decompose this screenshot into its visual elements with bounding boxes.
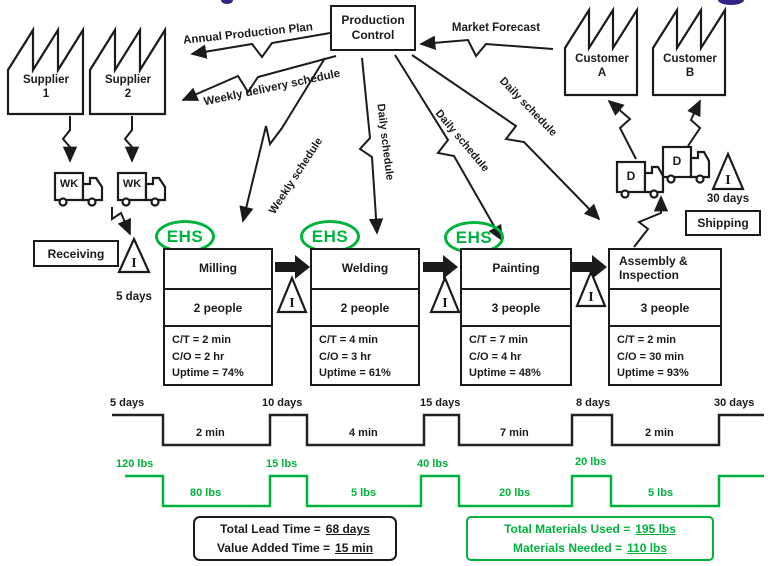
shipping-inventory-days: 30 days [706, 193, 750, 205]
ladder-days-label: 10 days [262, 397, 303, 409]
process-title: Welding [312, 250, 418, 290]
customer-a-label: Customer A [575, 53, 629, 79]
wk-truck-1-icon [53, 171, 104, 207]
process-title: Painting [462, 250, 570, 290]
materials-high-label: 15 lbs [266, 458, 298, 470]
process-metrics: C/T = 4 min C/O = 3 hr Uptime = 61% [319, 334, 391, 379]
customer-b-label: Customer B [663, 53, 717, 79]
supplier-1-label: Supplier 1 [22, 74, 69, 100]
supplier2-to-truck-arrow [123, 116, 140, 163]
cropped-title-remnant [718, 0, 744, 5]
ladder-min-label: 2 min [645, 427, 674, 439]
process-people: 3 people [610, 290, 720, 327]
inventory-i-symbol: I [588, 290, 593, 305]
materials-used-row: Total Materials Used =195 lbs [504, 521, 676, 536]
ladder-min-label: 7 min [500, 427, 529, 439]
materials-low-label: 5 lbs [648, 487, 674, 499]
lead-time-value: 68 days [325, 521, 370, 536]
inventory-triangle-1 [276, 275, 308, 314]
market-forecast-label: Market Forecast [451, 22, 541, 34]
cropped-title-remnant [221, 0, 233, 4]
inventory-triangle-2 [429, 275, 461, 314]
materials-needed-row: Materials Needed =110 lbs [512, 540, 668, 555]
inventory-i-symbol: I [131, 256, 136, 271]
materials-high-label: 20 lbs [575, 456, 607, 468]
ladder-min-label: 2 min [196, 427, 225, 439]
d-truck-2-icon [661, 145, 711, 184]
push-arrow-welding-painting [423, 255, 458, 279]
ladder-days-label: 8 days [576, 397, 611, 409]
total-lead-time-row: Total Lead Time =68 days [220, 521, 370, 536]
process-people: 2 people [165, 290, 271, 327]
lead-time-summary-box: Total Lead Time =68 days Value Added Tim… [193, 516, 397, 561]
wk-truck-2-icon [116, 171, 167, 207]
process-metrics: C/T = 2 min C/O = 30 min Uptime = 93% [617, 334, 689, 379]
process-box-welding: Welding 2 people C/T = 4 min C/O = 3 hr … [310, 248, 420, 386]
daily-schedule-arrow-welding [358, 57, 384, 235]
supplier-2-factory-icon [88, 26, 167, 116]
process-metrics: C/T = 2 min C/O = 2 hr Uptime = 74% [172, 334, 244, 379]
value-added-value: 15 min [335, 540, 374, 555]
inventory-i-symbol: I [442, 296, 447, 311]
shipping-box: Shipping [685, 210, 761, 236]
wk-truck-2-label: WK [122, 178, 142, 190]
daily-schedule-arrow-painting [394, 54, 503, 242]
inventory-triangle-shipping [711, 151, 745, 191]
wk-truck-1-label: WK [59, 178, 79, 190]
supplier1-to-truck-arrow [61, 116, 78, 163]
truck-to-customer-b-arrow [687, 99, 702, 147]
production-control-line1: Production [341, 13, 405, 27]
ladder-days-label: 15 days [420, 397, 461, 409]
truck-to-receiving-inventory-arrow [111, 207, 131, 236]
process-title: Assembly & Inspection [610, 250, 720, 290]
truck-to-customer-a-arrow [607, 99, 637, 160]
materials-ladder-line [125, 474, 764, 508]
push-arrow-milling-welding [275, 255, 310, 279]
assembly-to-truck-arrow [633, 195, 669, 248]
production-control-box: Production Control [330, 5, 416, 51]
customer-a-factory-icon [563, 6, 639, 97]
materials-high-label: 120 lbs [116, 458, 154, 470]
supplier-2-label: Supplier 2 [104, 74, 151, 100]
customer-b-factory-icon [651, 6, 727, 97]
annual-production-plan-arrow [190, 32, 331, 59]
materials-used-value: 195 lbs [635, 521, 676, 536]
process-people: 2 people [312, 290, 418, 327]
ladder-days-label: 5 days [110, 397, 145, 409]
inventory-triangle-receiving [117, 236, 151, 274]
weekly-delivery-schedule-arrow [181, 55, 337, 101]
market-forecast-arrow [419, 35, 554, 58]
inventory-i-symbol: I [289, 296, 294, 311]
value-added-time-row: Value Added Time =15 min [216, 540, 374, 555]
weekly-schedule-arrow [239, 57, 326, 223]
process-box-milling: Milling 2 people C/T = 2 min C/O = 2 hr … [163, 248, 273, 386]
d-truck-1-label: D [626, 169, 636, 183]
materials-summary-box: Total Materials Used =195 lbs Materials … [466, 516, 714, 561]
ladder-min-label: 4 min [349, 427, 378, 439]
receiving-box: Receiving [33, 240, 119, 267]
d-truck-1-icon [615, 160, 665, 199]
push-arrow-painting-assembly [572, 255, 607, 279]
process-box-painting: Painting 3 people C/T = 7 min C/O = 4 hr… [460, 248, 572, 386]
supplier-1-factory-icon [6, 26, 85, 116]
d-truck-2-label: D [672, 154, 682, 168]
lead-time-ladder-line [112, 413, 764, 447]
process-title: Milling [165, 250, 271, 290]
inventory-i-symbol: I [725, 173, 730, 188]
ladder-days-label: 30 days [714, 397, 755, 409]
process-metrics: C/T = 7 min C/O = 4 hr Uptime = 48% [469, 334, 541, 379]
daily-schedule-arrow-assembly [411, 54, 601, 221]
process-box-assembly-inspection: Assembly & Inspection 3 people C/T = 2 m… [608, 248, 722, 386]
materials-needed-value: 110 lbs [627, 540, 668, 555]
inventory-triangle-3 [575, 269, 607, 308]
materials-low-label: 20 lbs [499, 487, 531, 499]
materials-low-label: 5 lbs [351, 487, 377, 499]
materials-high-label: 40 lbs [417, 458, 449, 470]
process-people: 3 people [462, 290, 570, 327]
materials-low-label: 80 lbs [190, 487, 222, 499]
production-control-line2: Control [351, 28, 395, 42]
receiving-inventory-days: 5 days [116, 291, 152, 303]
